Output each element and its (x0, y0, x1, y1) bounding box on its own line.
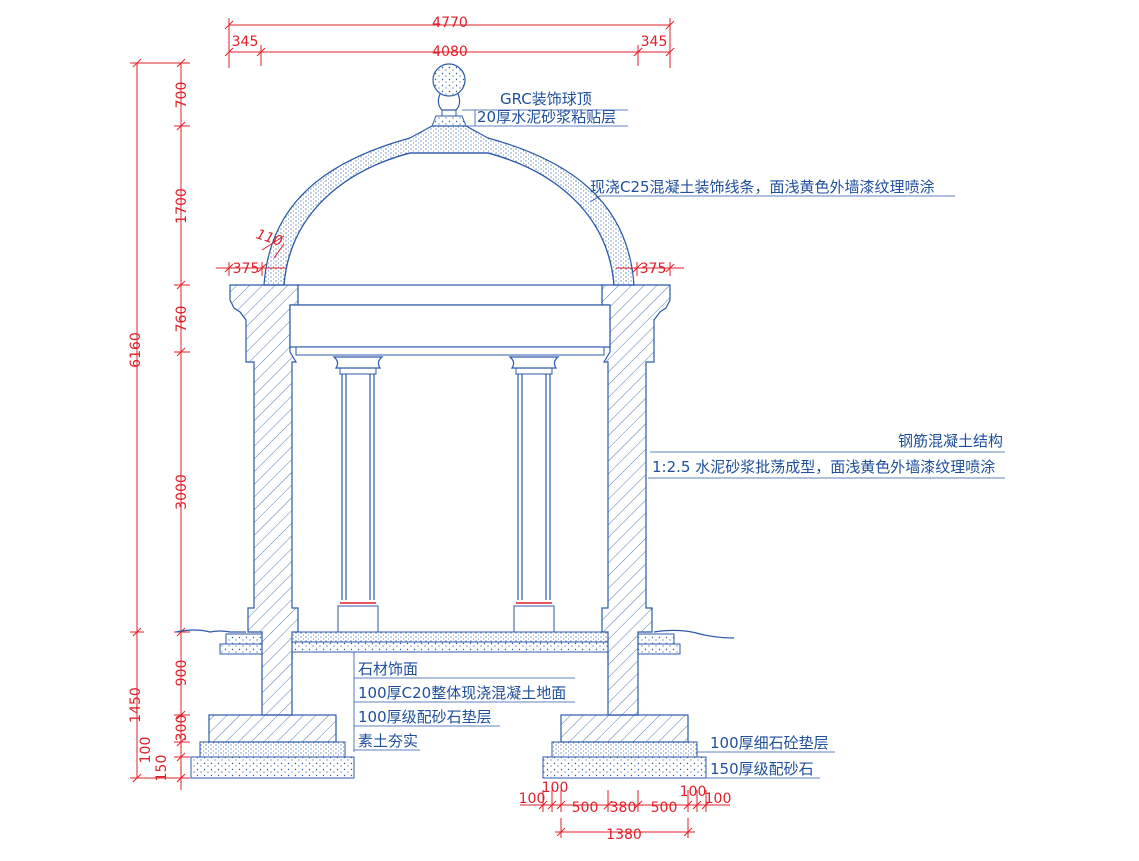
dim-gravel-bed: 150 (154, 755, 170, 782)
dim-left-overhang: 375 (233, 261, 260, 277)
right-column (508, 356, 560, 633)
left-column (332, 356, 384, 633)
dim-footing-step-left: 100 (542, 780, 569, 796)
note-floor-layer-1: 石材饰面 (358, 660, 418, 678)
left-footing (190, 714, 355, 779)
annotation-leaders (353, 109, 1005, 779)
dim-footing-step-right: 100 (680, 784, 707, 800)
dome-shell (263, 125, 635, 286)
entablature (289, 284, 611, 356)
dim-total-height: 6160 (128, 332, 144, 368)
dim-right-offset: 345 (641, 34, 668, 50)
note-rc-structure: 钢筋混凝土结构 (898, 432, 1003, 450)
dim-left-offset: 345 (232, 34, 259, 50)
right-footing (542, 714, 707, 779)
note-floor-layer-4: 素土夯实 (358, 732, 418, 750)
dim-column-height: 3000 (174, 474, 190, 510)
dim-footing-right-half: 500 (651, 800, 678, 816)
note-dome-molding: 现浇C25混凝土装饰线条，面浅黄色外墙漆纹理喷涂 (590, 178, 935, 196)
dim-footing-height: 300 (174, 715, 190, 742)
note-finial: GRC装饰球顶 (500, 90, 592, 108)
ground-line (175, 629, 735, 639)
top-dimension-chain: 4770 345 4080 345 (224, 15, 675, 68)
dim-pier-width: 380 (610, 800, 637, 816)
left-dimension-chain: 6160 700 1700 760 3000 900 1450 300 100 … (128, 58, 190, 790)
dim-dome-height: 1700 (174, 188, 190, 224)
floor-slab (219, 631, 681, 660)
note-floor-layer-3: 100厚级配砂石垫层 (358, 708, 492, 726)
dim-footing-outer-right: 100 (705, 791, 732, 807)
dim-finial-height: 700 (174, 82, 190, 109)
footing-dimension-chain: 100 100 500 380 500 100 100 1380 (519, 780, 732, 843)
note-render: 1:2.5 水泥砂浆批荡成型，面浅黄色外墙漆纹理喷涂 (652, 458, 995, 476)
note-footing-layer-1: 100厚细石砼垫层 (710, 734, 829, 752)
dim-below-grade-total: 1450 (128, 687, 144, 723)
dim-footing-total: 1380 (606, 827, 642, 843)
dome-thickness-dim: 110 (254, 226, 284, 259)
overhang-dims: 375 375 (216, 261, 684, 277)
dim-footing-outer-left: 100 (519, 791, 546, 807)
dim-footing-left-half: 500 (572, 800, 599, 816)
note-finial-bedding: 20厚水泥砂浆粘贴层 (477, 108, 616, 126)
grc-finial (431, 63, 467, 127)
dim-foundation-depth: 900 (174, 660, 190, 687)
note-footing-layer-2: 150厚级配砂石 (710, 760, 814, 778)
dim-overall-width: 4770 (432, 15, 468, 31)
note-floor-layer-2: 100厚C20整体现浇混凝土地面 (358, 684, 566, 702)
dim-concrete-pad: 100 (138, 737, 154, 764)
dim-dome-thickness: 110 (254, 226, 284, 250)
dim-right-overhang: 375 (640, 261, 667, 277)
dim-inner-width: 4080 (432, 44, 468, 60)
dim-entablature-height: 760 (174, 306, 190, 333)
